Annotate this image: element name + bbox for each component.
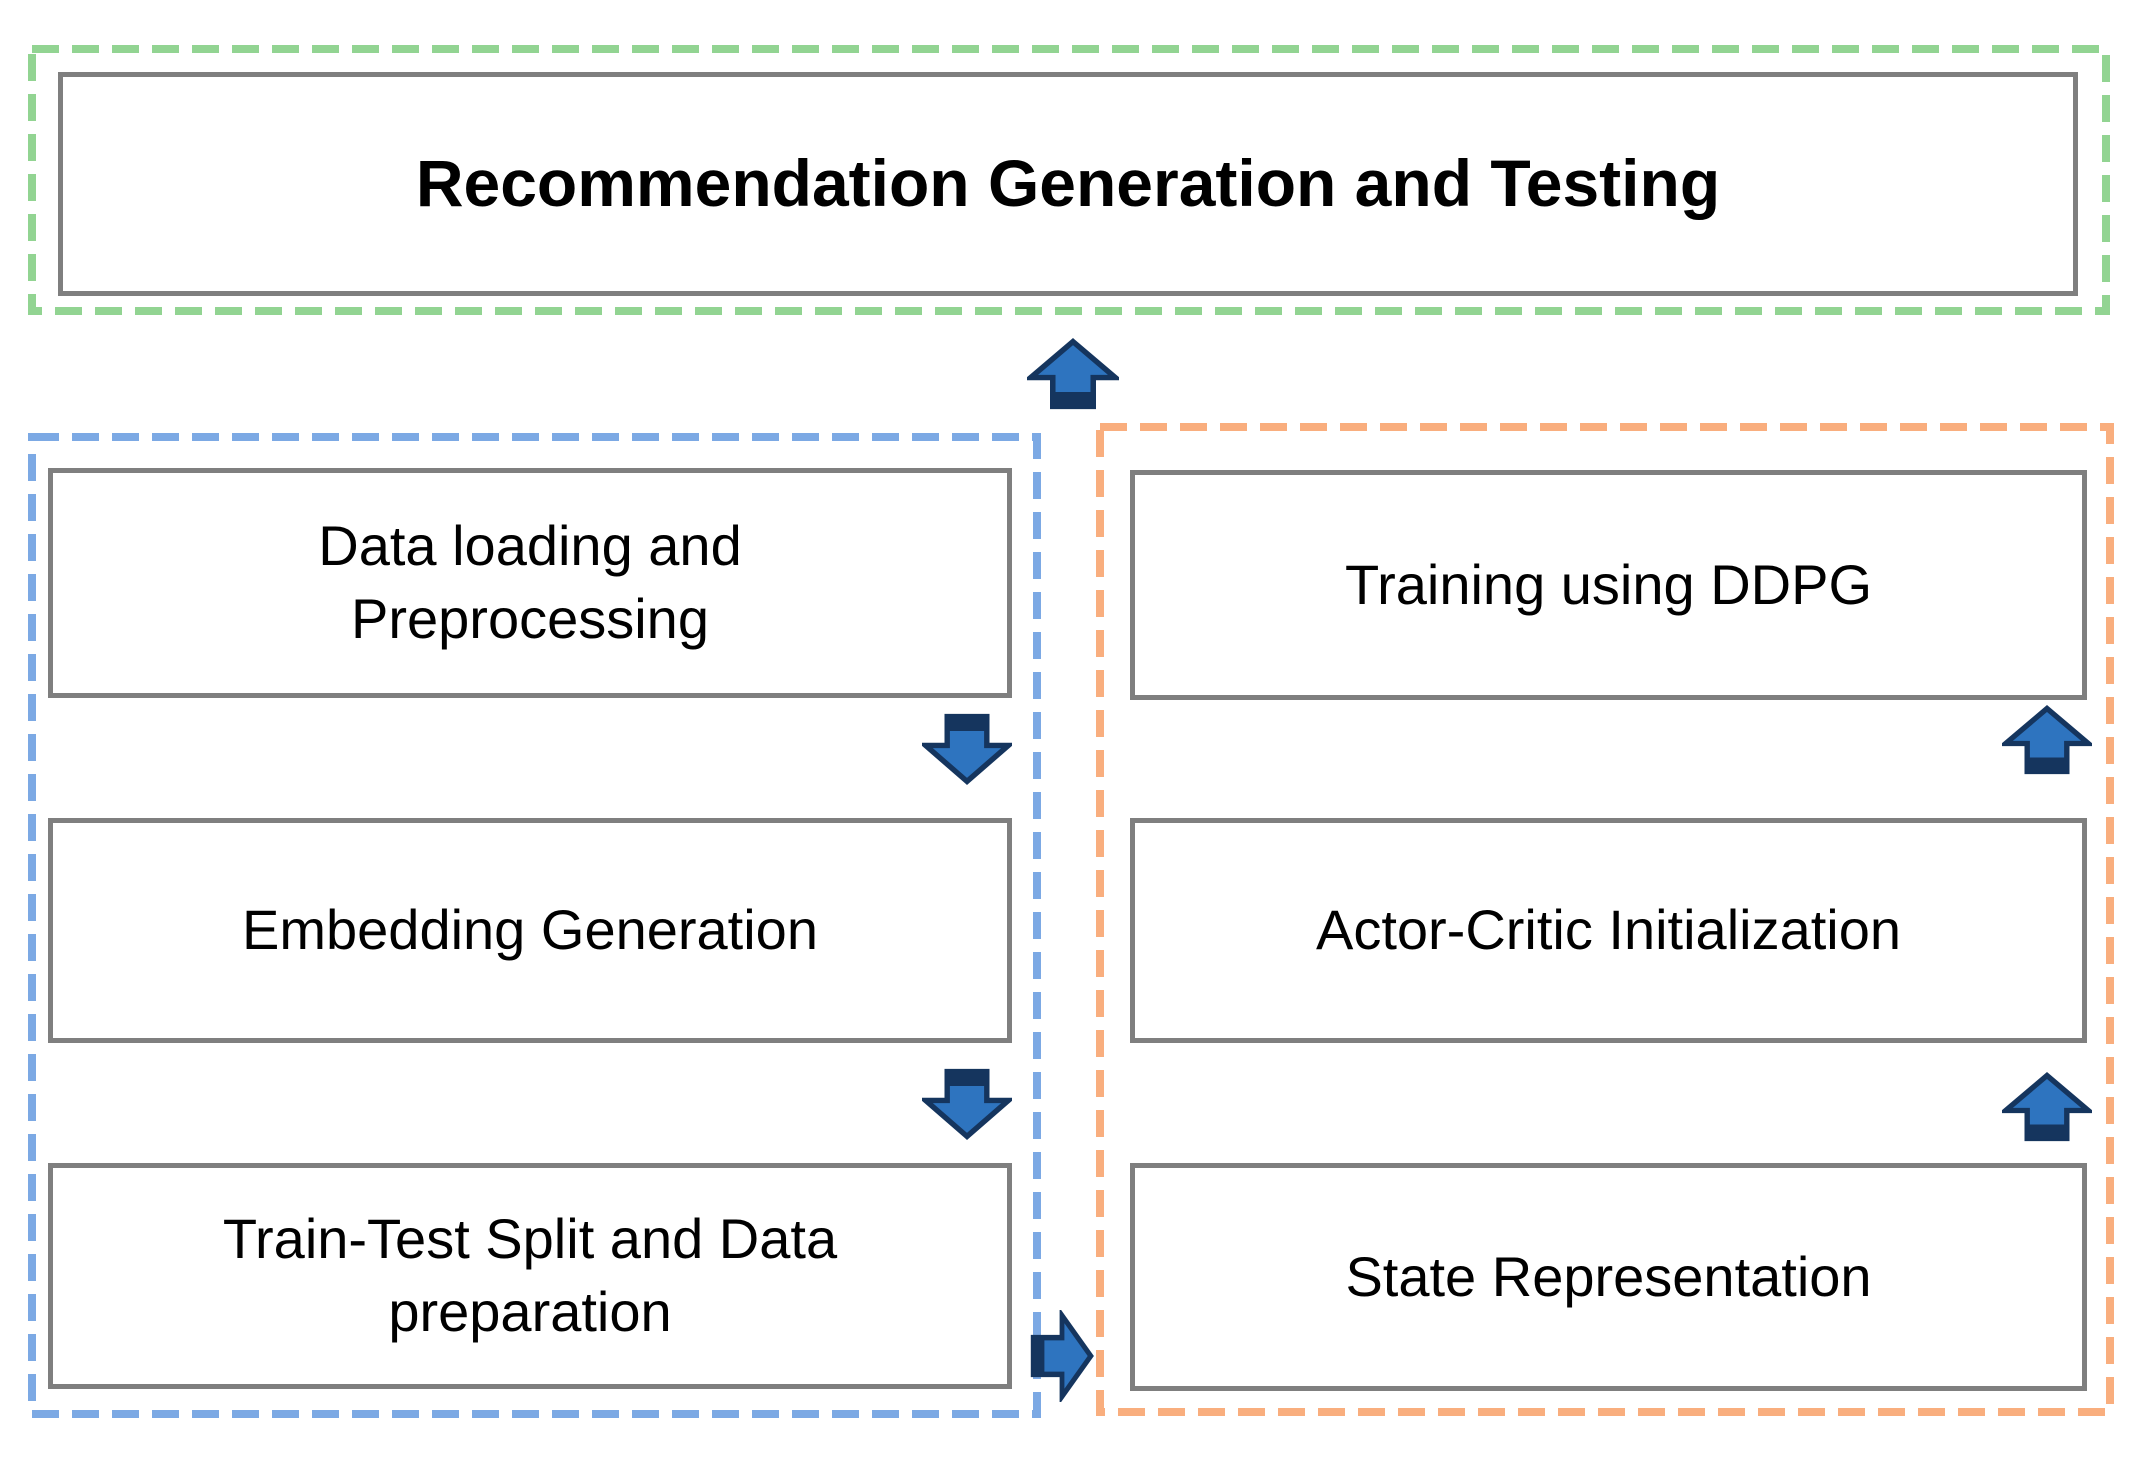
right-arrow-icon [1030,1310,1094,1402]
up-arrow-icon [2002,705,2092,775]
step-box-data-loading: Data loading and Preprocessing [48,468,1012,698]
recommendation-testing-group: Recommendation Generation and Testing [28,45,2110,315]
blue-dashed-border [28,433,1041,1418]
step-box-embedding-generation: Embedding Generation [48,818,1012,1043]
orange-dashed-border [1096,423,2114,1416]
step-box-state-representation: State Representation [1130,1163,2087,1391]
green-dashed-border [28,45,2110,315]
step-box-actor-critic-init: Actor-Critic Initialization [1130,818,2087,1043]
step-label: Actor-Critic Initialization [1315,898,1902,962]
step-label: Training using DDPG [1344,552,1873,616]
step-box-training-ddpg: Training using DDPG [1130,470,2087,700]
page-title: Recommendation Generation and Testing [415,146,1721,221]
rl-training-group: Training using DDPG Actor-Critic Initial… [1096,423,2114,1416]
data-pipeline-group: Data loading and Preprocessing Embedding… [28,433,1041,1418]
step-label: Train-Test Split and Data preparation [222,1207,838,1343]
up-arrow-icon [1027,338,1119,410]
down-arrow-icon [922,713,1012,785]
down-arrow-icon [922,1068,1012,1140]
up-arrow-icon [2002,1072,2092,1142]
step-label: State Representation [1345,1244,1872,1308]
step-label: Embedding Generation [242,898,818,962]
step-box-train-test-split: Train-Test Split and Data preparation [48,1163,1012,1389]
step-label: Data loading and Preprocessing [318,514,742,650]
recommendation-generation-testing-box: Recommendation Generation and Testing [58,72,2078,296]
